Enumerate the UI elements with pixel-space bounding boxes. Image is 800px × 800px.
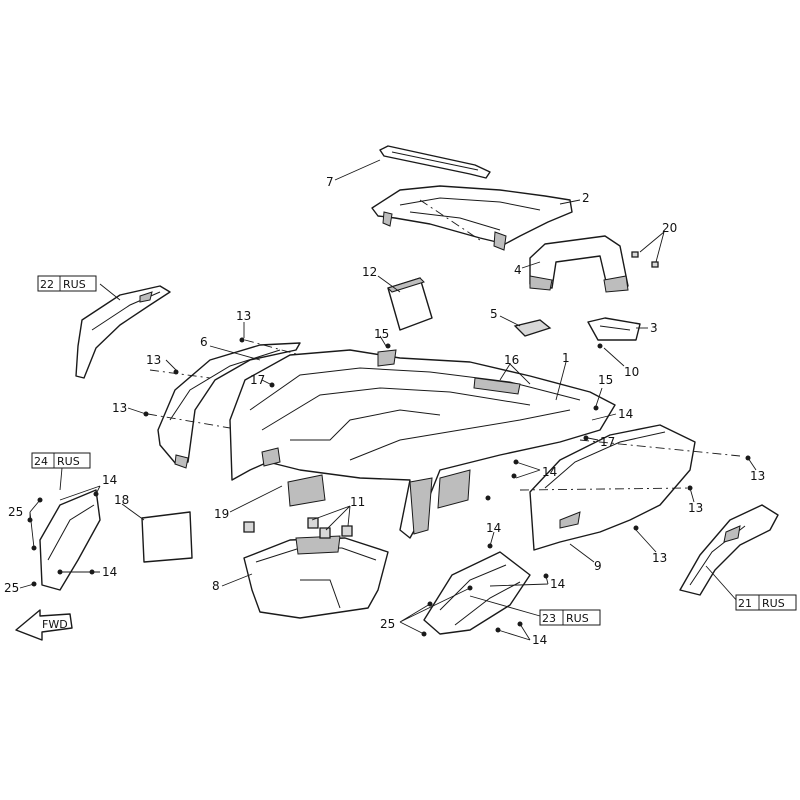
callout-15-a: 15 [374,327,389,341]
callout-14-d: 14 [102,473,117,487]
callout-3: 3 [650,321,658,335]
part-3-clip [587,317,641,341]
part-8-storage-box [243,535,389,619]
callout-14-e: 14 [102,565,117,579]
callout-2: 2 [582,191,590,205]
callout-25-b: 25 [4,581,19,595]
callout-25-a: 25 [8,505,23,519]
callout-10: 10 [624,365,639,379]
callout-11: 11 [350,495,365,509]
callout-12: 12 [362,265,377,279]
fwd-arrow [15,609,73,641]
callout-13-d: 13 [750,469,765,483]
callout-13-a: 13 [236,309,251,323]
svg-text:23: 23 [542,612,556,625]
part-5-plate [513,319,552,337]
callout-8: 8 [212,579,220,593]
callout-1: 1 [562,351,570,365]
part-18-label [141,511,193,563]
callout-13-c: 13 [112,401,127,415]
callout-18: 18 [114,493,129,507]
callout-16: 16 [504,353,519,367]
callout-14-g: 14 [532,633,547,647]
callout-14-f: 14 [550,577,565,591]
callout-25-c: 25 [380,617,395,631]
callout-9: 9 [594,559,602,573]
part-24-left-flap [39,489,101,591]
kit-label-23: 23 RUS [539,609,601,626]
callout-13-e: 13 [688,501,703,515]
part-20-screws [631,251,659,268]
kit-label-24: 24 RUS [31,452,91,469]
callout-19: 19 [214,507,229,521]
callout-13-b: 13 [146,353,161,367]
svg-text:RUS: RUS [566,612,589,625]
svg-text:RUS: RUS [63,278,86,291]
callout-7: 7 [326,175,334,189]
part-7-rack-strip [379,145,491,179]
callout-14-b: 14 [542,465,557,479]
part-21-right-panel [679,504,779,596]
callout-20: 20 [662,221,677,235]
part-4-bracket [529,235,629,293]
part-1-rear-body [229,349,616,539]
svg-text:RUS: RUS [762,597,785,610]
callout-17-b: 17 [600,435,615,449]
part-9-right-fender [529,424,696,551]
part-11-bolts [243,517,353,539]
callout-4: 4 [514,263,522,277]
callout-labels: 7 2 4 20 12 5 3 10 13 6 13 13 15 17 16 1… [4,175,765,647]
svg-text:21: 21 [738,597,752,610]
part-12-pad [387,277,433,331]
callout-17-a: 17 [250,373,265,387]
svg-text:24: 24 [34,455,48,468]
leader-lines [19,159,757,641]
fwd-arrow-label: FWD [42,618,68,631]
callout-14-a: 14 [618,407,633,421]
callout-5: 5 [490,307,498,321]
kit-label-22: 22 RUS [37,275,97,292]
assembly-lines [147,199,741,491]
callout-13-f: 13 [652,551,667,565]
kit-label-21: 21 RUS [735,594,797,611]
part-6-left-fender [157,342,301,469]
svg-text:RUS: RUS [57,455,80,468]
callout-14-c: 14 [486,521,501,535]
part-22-left-panel [75,285,171,379]
callout-15-b: 15 [598,373,613,387]
callout-6: 6 [200,335,208,349]
svg-text:22: 22 [40,278,54,291]
part-23-centre-flap [423,551,531,635]
part-2-rack-cover [371,185,573,251]
